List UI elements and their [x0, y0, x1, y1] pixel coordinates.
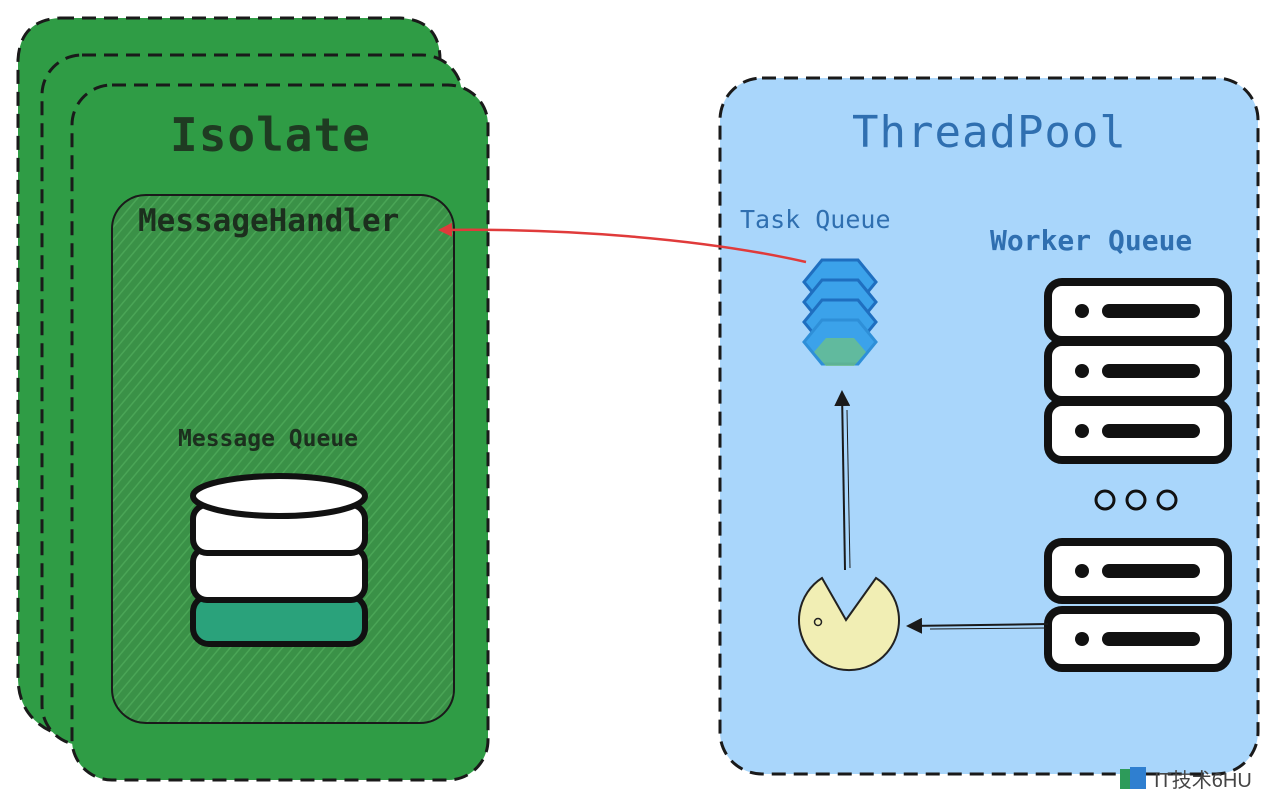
server-icon-5: [1044, 606, 1232, 672]
arrow-task-to-handler: [438, 222, 807, 264]
worker-pacman-icon: [798, 576, 900, 672]
worker-queue-label: Worker Queue: [990, 224, 1193, 257]
message-handler-label: MessageHandler: [138, 203, 400, 239]
threadpool-title: ThreadPool: [852, 107, 1127, 158]
server-icon-2: [1044, 338, 1232, 404]
arrow-worker-to-pacman: [906, 617, 1049, 634]
isolate-title: Isolate: [170, 108, 371, 162]
task-queue-icon: [802, 258, 878, 366]
server-icon-1: [1044, 278, 1232, 344]
ellipsis-icon: [1094, 489, 1178, 511]
watermark-logo-icon: [1120, 766, 1148, 791]
message-queue-label: Message Queue: [178, 426, 359, 452]
server-icon-3: [1044, 398, 1232, 464]
watermark: IT技术6HU: [1120, 764, 1252, 793]
server-icon-4: [1044, 538, 1232, 604]
task-queue-label: Task Queue: [740, 205, 891, 234]
database-icon: [190, 473, 368, 647]
arrow-pacman-to-task-queue: [834, 390, 851, 571]
watermark-text: IT技术6HU: [1154, 770, 1252, 792]
